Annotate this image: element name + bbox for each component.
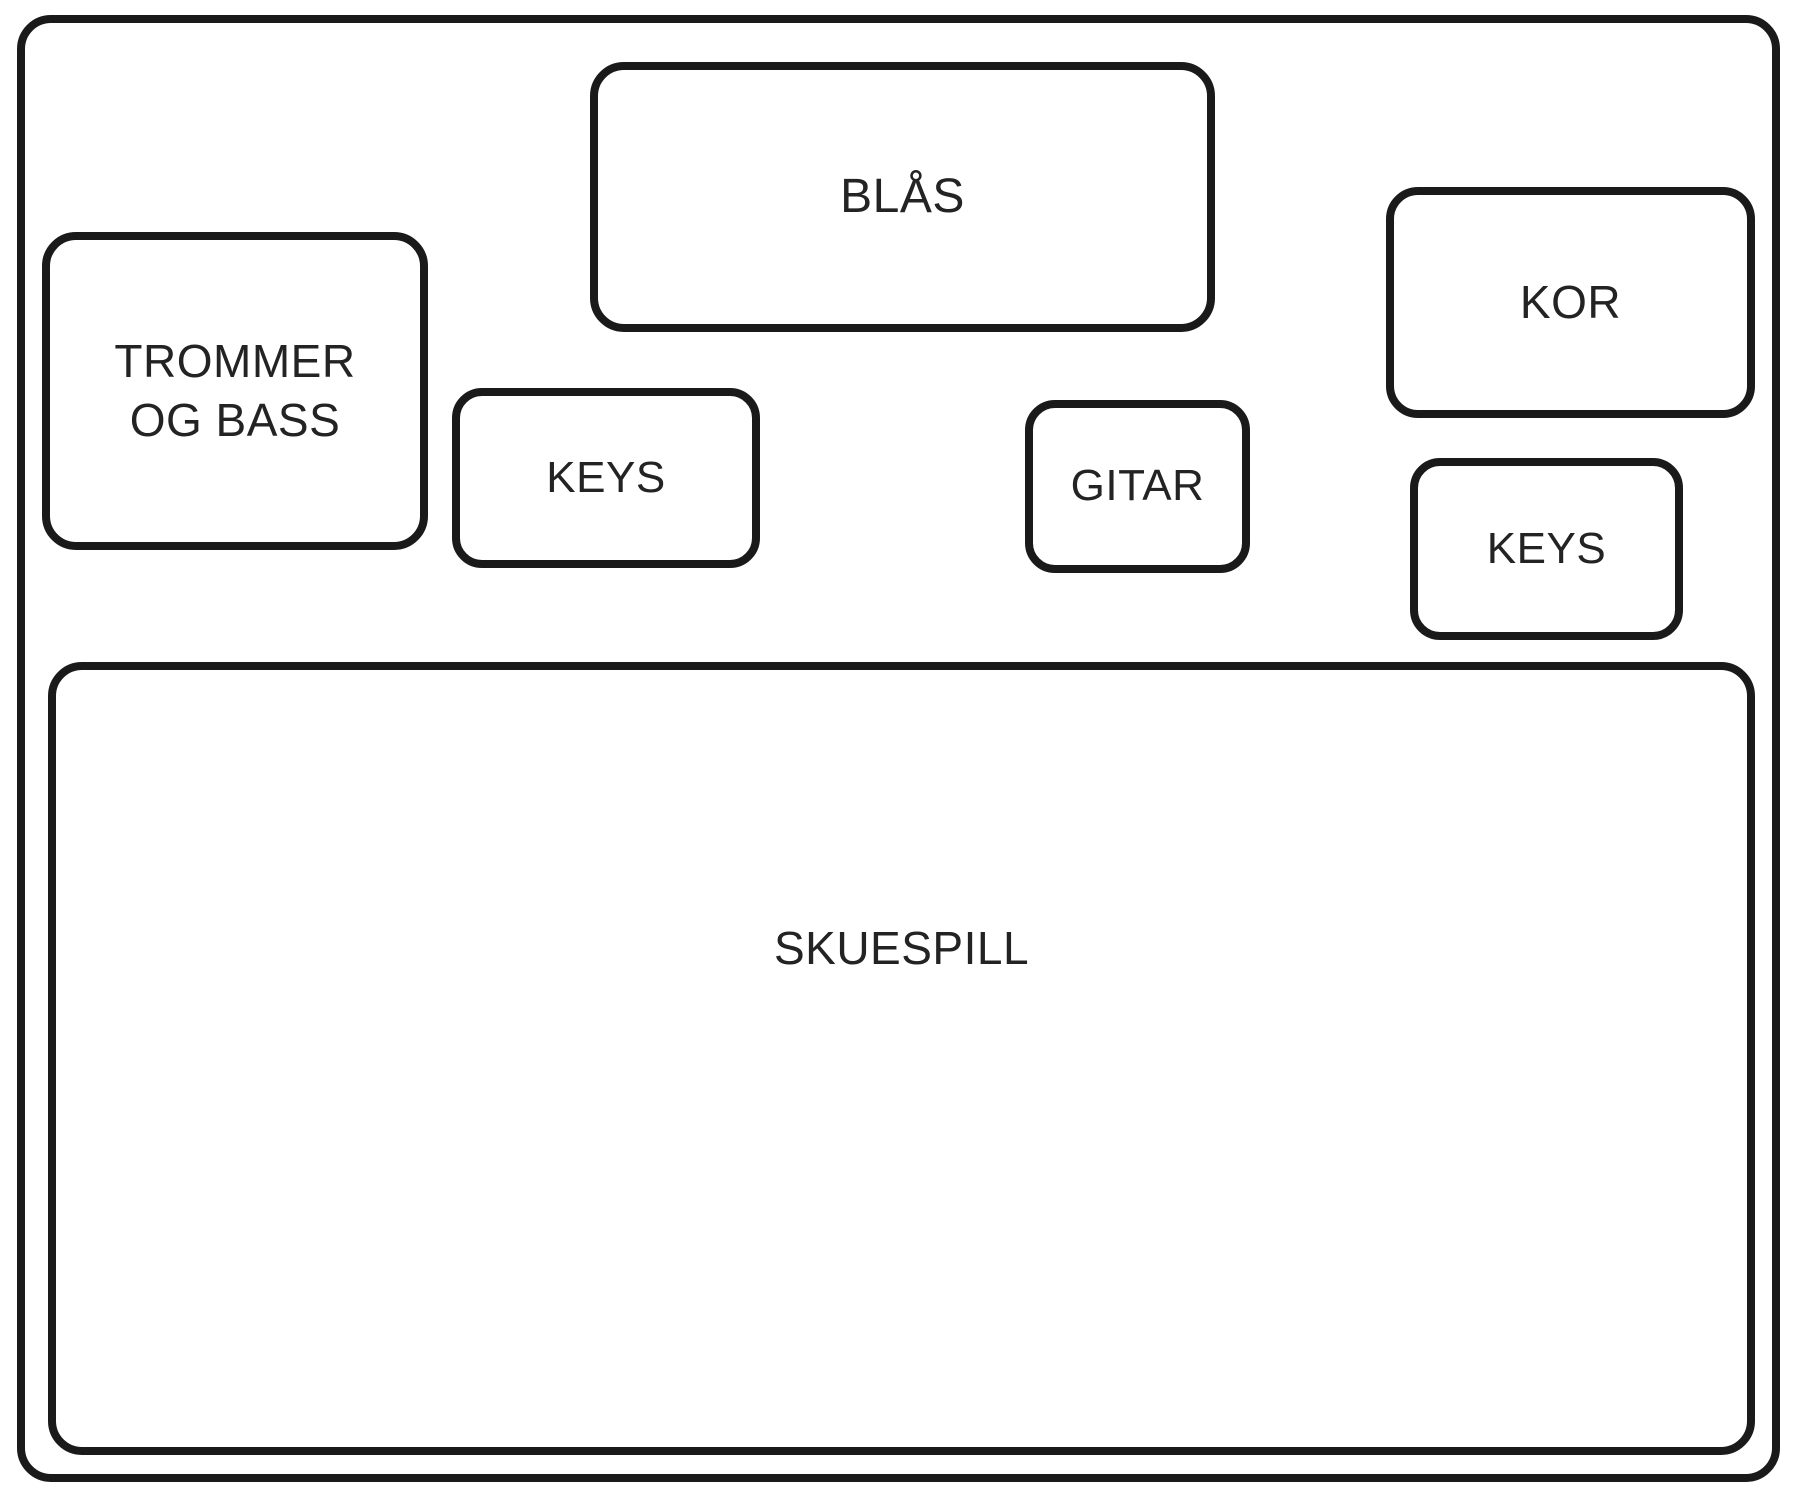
zone-keys-left[interactable]: KEYS bbox=[452, 388, 760, 568]
zone-keys-right[interactable]: KEYS bbox=[1410, 458, 1683, 640]
zone-label-gitar: GITAR bbox=[1070, 461, 1205, 511]
zone-label-keys-left: KEYS bbox=[546, 452, 666, 502]
zone-label-keys-right: KEYS bbox=[1486, 523, 1607, 573]
zone-kor[interactable]: KOR bbox=[1386, 187, 1755, 418]
zone-label-blas: BLÅS bbox=[840, 170, 965, 224]
zone-skuespill[interactable]: SKUESPILL bbox=[48, 662, 1755, 1455]
zone-gitar[interactable]: GITAR bbox=[1025, 400, 1250, 573]
zone-trommer-og-bass[interactable]: TROMMER OG BASS bbox=[42, 232, 428, 550]
zone-label-skuespill: SKUESPILL bbox=[773, 922, 1030, 975]
zone-label-kor: KOR bbox=[1519, 276, 1622, 329]
zone-blas[interactable]: BLÅS bbox=[590, 62, 1215, 332]
zone-label-trommer-og-bass: TROMMER OG BASS bbox=[114, 335, 356, 446]
stage-boundary-outline bbox=[17, 15, 1780, 1482]
